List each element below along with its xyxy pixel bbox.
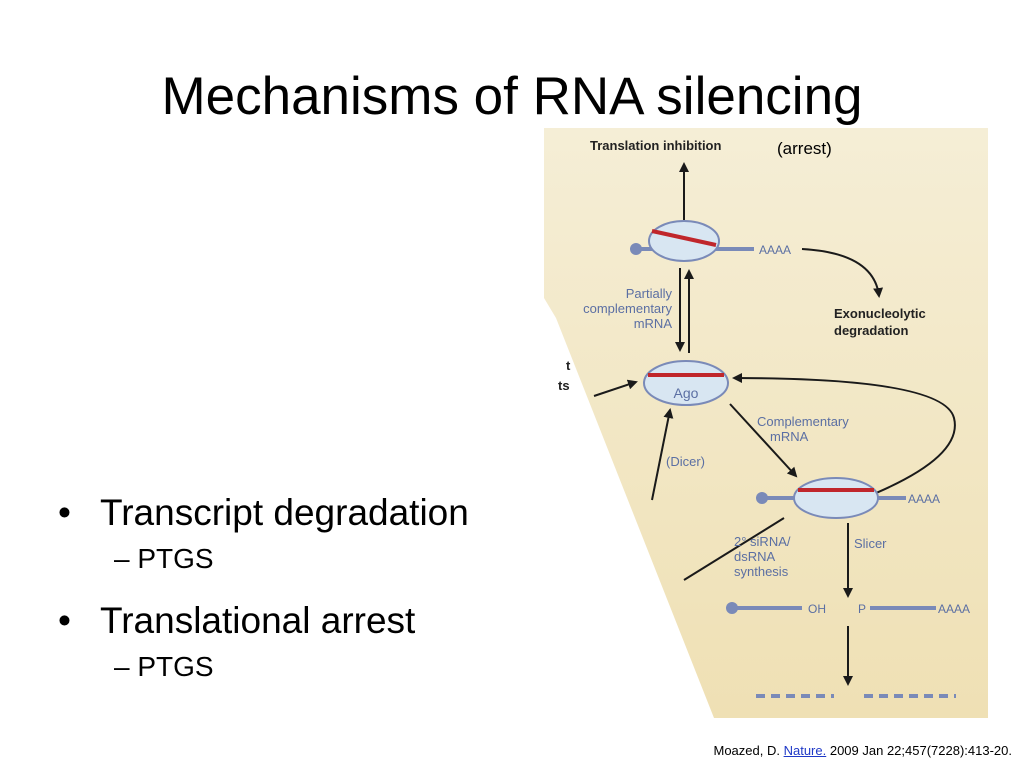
- left-input-arrow: [593, 379, 638, 397]
- ago-label: Ago: [674, 385, 699, 401]
- partially-label-1: Partially: [626, 286, 673, 301]
- secondary-sirna-line: [683, 517, 785, 581]
- aaaa-mid-label: AAAA: [908, 492, 940, 506]
- citation-details: 2009 Jan 22;457(7228):413-20.: [826, 743, 1012, 758]
- arrest-note: (arrest): [777, 139, 832, 158]
- dicer-arrow: [651, 408, 674, 501]
- bullet-dot-icon: •: [58, 600, 71, 641]
- exonucleolytic-arrow: [801, 248, 884, 298]
- citation: Moazed, D. Nature. 2009 Jan 22;457(7228)…: [714, 743, 1013, 758]
- amplification-loop-arrow: [732, 373, 956, 499]
- bullet-dot-icon: •: [58, 492, 71, 533]
- p-label: P: [858, 602, 866, 616]
- secondary-label-1: 2° siRNA/: [734, 534, 791, 549]
- bullet-list: • Transcript degradation – PTGS • Transl…: [58, 488, 578, 704]
- exonucleolytic-label-2: degradation: [834, 323, 908, 338]
- ago-center: [643, 360, 729, 406]
- diagram-svg: Translation inhibition (arrest) AAAA Exo…: [544, 128, 988, 718]
- oh-label: OH: [808, 602, 826, 616]
- bullet-item: • Transcript degradation: [58, 488, 578, 538]
- citation-author: Moazed, D.: [713, 743, 784, 758]
- sub-bullet: – PTGS: [114, 543, 214, 574]
- cleaved-cap: [726, 602, 738, 614]
- complementary-label-1: Complementary: [757, 414, 849, 429]
- truncated-fragment-1: t: [566, 358, 571, 373]
- aaaa-top-label: AAAA: [759, 243, 791, 257]
- partially-label-3: mRNA: [634, 316, 673, 331]
- sirna-top: [651, 229, 717, 247]
- citation-journal-link[interactable]: Nature.: [783, 743, 827, 758]
- ago-mid: [793, 477, 879, 519]
- sub-bullet: – PTGS: [114, 651, 214, 682]
- bullet-item: • Translational arrest: [58, 596, 578, 646]
- diagram-background: [544, 128, 988, 718]
- complementary-label-2: mRNA: [770, 429, 809, 444]
- bullet-text: Translational arrest: [100, 600, 416, 641]
- slide-title: Mechanisms of RNA silencing: [161, 67, 863, 126]
- dicer-label: (Dicer): [666, 454, 705, 469]
- exonucleolytic-label-1: Exonucleolytic: [834, 306, 926, 321]
- rna-silencing-diagram: Translation inhibition (arrest) AAAA Exo…: [544, 128, 988, 718]
- complementary-arrow: [729, 403, 798, 478]
- secondary-label-3: synthesis: [734, 564, 789, 579]
- partially-label-2: complementary: [583, 301, 672, 316]
- bullet-text: Transcript degradation: [100, 492, 469, 533]
- ago-top: [648, 220, 720, 262]
- aaaa-bottom-label: AAAA: [938, 602, 970, 616]
- mrna-top-cap: [630, 243, 642, 255]
- translation-inhibition-label: Translation inhibition: [590, 138, 722, 153]
- slicer-label: Slicer: [854, 536, 887, 551]
- mrna-mid-cap: [756, 492, 768, 504]
- truncated-fragment-2: ts: [558, 378, 570, 393]
- secondary-label-2: dsRNA: [734, 549, 776, 564]
